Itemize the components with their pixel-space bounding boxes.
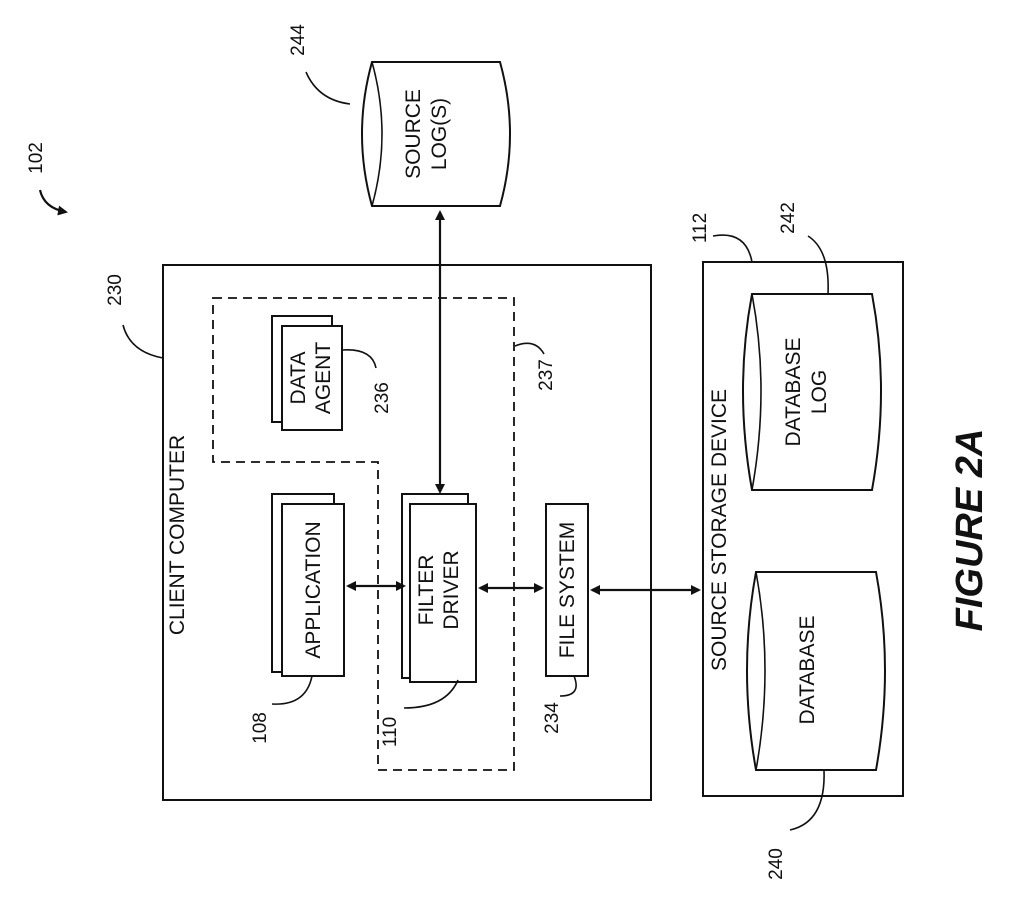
ref-102: 102 — [26, 142, 47, 174]
ref-236: 236 — [372, 382, 393, 414]
ref-234: 234 — [542, 702, 563, 734]
database-log-label-1: DATABASE — [782, 338, 805, 447]
ref-108: 108 — [250, 712, 271, 744]
filter-driver-label-1: FILTER — [415, 555, 438, 626]
ref-244: 244 — [288, 24, 309, 56]
ref-230-leader — [123, 325, 163, 358]
ref-112-leader — [713, 235, 752, 262]
source-logs-label-2: LOG(S) — [428, 98, 451, 170]
database-log-label-2: LOG — [808, 370, 831, 414]
ref-110: 110 — [380, 717, 401, 747]
ref-237: 237 — [536, 359, 557, 391]
data-agent-label-1: DATA — [287, 352, 310, 405]
ref-244-leader — [306, 72, 350, 104]
application-label: APPLICATION — [302, 521, 325, 658]
filter-driver-label-2: DRIVER — [440, 550, 463, 629]
client-computer-label: CLIENT COMPUTER — [166, 435, 189, 635]
ref-112: 112 — [690, 213, 711, 243]
source-logs-label-1: SOURCE — [402, 89, 425, 179]
ref-230: 230 — [105, 274, 126, 306]
figure-label: FIGURE 2A — [949, 429, 991, 632]
ref-240: 240 — [766, 848, 787, 880]
file-system-label: FILE SYSTEM — [556, 522, 579, 659]
ref-242: 242 — [778, 202, 799, 234]
data-agent-label-2: AGENT — [312, 342, 335, 415]
ref-102-arrow — [40, 190, 66, 212]
database-label: DATABASE — [796, 616, 819, 725]
source-storage-label: SOURCE STORAGE DEVICE — [708, 389, 731, 671]
